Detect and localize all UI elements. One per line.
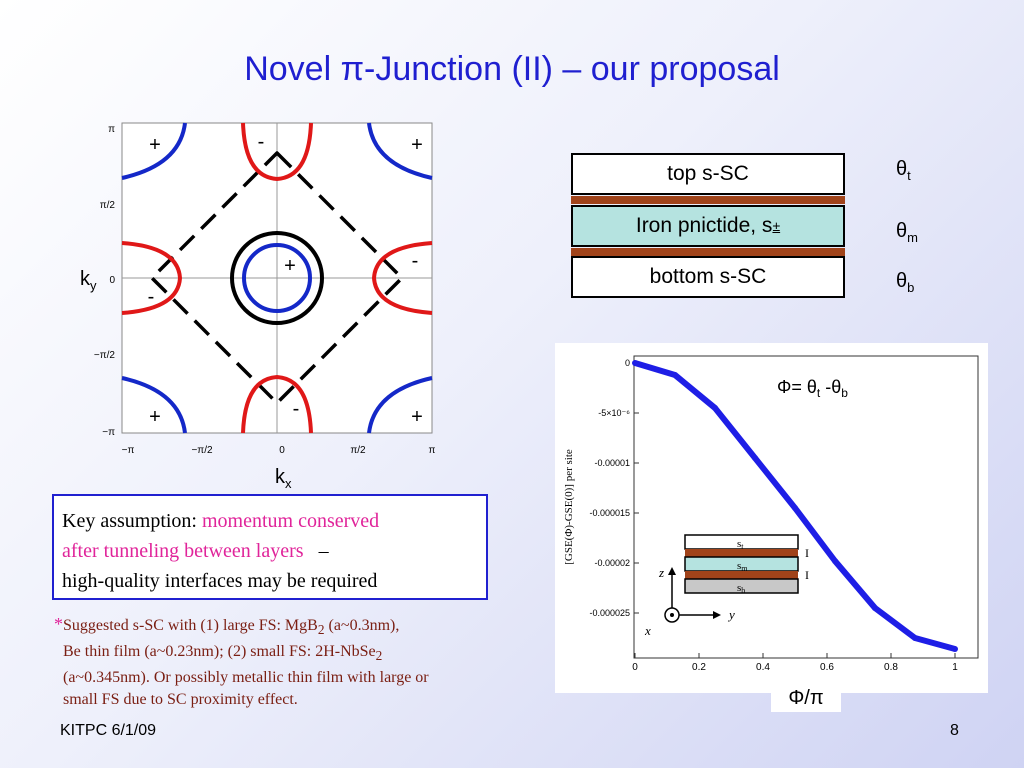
fs-xlabel: kx bbox=[275, 466, 292, 491]
x-tick-label: 1 bbox=[952, 662, 958, 673]
data-point bbox=[672, 372, 678, 378]
x-tick-label: 0.4 bbox=[756, 662, 770, 673]
fs-corner-arc bbox=[367, 376, 433, 434]
data-point bbox=[792, 505, 798, 511]
slide-number: 8 bbox=[950, 722, 959, 739]
key-highlight-1: momentum conserved bbox=[202, 510, 380, 532]
inset-marker: I bbox=[805, 568, 809, 582]
x-tick-label: 0.8 bbox=[884, 662, 898, 673]
fs-sign-minus: - bbox=[258, 131, 265, 153]
theta-top: θt bbox=[896, 158, 911, 183]
inset-junction: st sm sb I I z y x bbox=[644, 534, 809, 638]
fs-xtick: −π bbox=[122, 445, 135, 456]
data-point bbox=[952, 646, 958, 652]
chart-xlabel: Φ/π bbox=[771, 684, 841, 712]
footer-date: KITPC 6/1/09 bbox=[60, 722, 157, 739]
footnote: *Suggested s-SC with (1) large FS: MgB2 … bbox=[54, 614, 429, 709]
data-point bbox=[832, 558, 838, 564]
fs-edge-arc-bottom bbox=[241, 374, 313, 434]
energy-chart: 0 0.2 0.4 0.6 0.8 1 0 -5×10⁻⁶ -0.00001 -0.000015 -… bbox=[563, 355, 979, 673]
data-point bbox=[872, 605, 878, 611]
inset-label-top: st bbox=[737, 538, 744, 551]
x-tick-label: 0.2 bbox=[692, 662, 706, 673]
inset-interface bbox=[685, 571, 798, 579]
inset-axis-label-x: x bbox=[644, 623, 651, 638]
key-prefix: Key assumption: bbox=[62, 510, 202, 532]
fs-center-circle-blue bbox=[242, 243, 312, 313]
fs-ylabel: ky bbox=[80, 268, 97, 293]
chart-frame bbox=[633, 355, 979, 659]
inset-marker: I bbox=[805, 546, 809, 560]
inset-label-middle: sm bbox=[737, 560, 748, 573]
slide-title: Novel π-Junction (II) – our proposal bbox=[244, 50, 780, 88]
y-tick-label: -0.00002 bbox=[594, 558, 630, 568]
fs-sign-plus: + bbox=[411, 406, 423, 428]
x-tick-label: 0 bbox=[632, 662, 638, 673]
fs-corner-arc bbox=[121, 376, 187, 434]
layer-bottom-sc: bottom s-SC bbox=[571, 256, 845, 298]
fs-edge-arc-top bbox=[241, 122, 313, 182]
theta-bottom: θb bbox=[896, 270, 915, 295]
inset-layer-bottom bbox=[684, 578, 799, 594]
layer-iron-pnictide: Iron pnictide, s± bbox=[571, 205, 845, 247]
x-tick-label: 0.6 bbox=[820, 662, 834, 673]
interface-layer-top bbox=[571, 196, 845, 204]
fs-ytick: π/2 bbox=[100, 200, 116, 211]
inset-axis-label-y: y bbox=[727, 607, 735, 622]
inset-axis-label-z: z bbox=[658, 565, 664, 580]
energy-plot-panel: 0 0.2 0.4 0.6 0.8 1 0 -5×10⁻⁶ -0.00001 -0.000015 -… bbox=[555, 343, 988, 693]
fs-corner-arc bbox=[367, 122, 433, 180]
y-tick-label: -0.000025 bbox=[589, 608, 630, 618]
fs-sign-minus: - bbox=[148, 286, 155, 308]
data-point bbox=[712, 405, 718, 411]
y-tick-label: -0.000015 bbox=[589, 508, 630, 518]
phi-annotation: Φ= θt -θb bbox=[777, 377, 848, 400]
fs-sign-minus: - bbox=[293, 398, 300, 420]
key-line-3: high-quality interfaces may be required bbox=[62, 570, 378, 592]
fs-xtick: −π/2 bbox=[191, 445, 213, 456]
inset-arrow-y bbox=[713, 611, 721, 619]
fs-sign-plus: + bbox=[411, 134, 423, 156]
fs-ytick: −π/2 bbox=[94, 350, 116, 361]
inset-arrow-z bbox=[668, 567, 676, 575]
fs-dashed-square bbox=[150, 151, 404, 405]
fs-corner-arc bbox=[121, 122, 187, 180]
fs-center-circle-black bbox=[230, 231, 324, 325]
fs-ytick: 0 bbox=[109, 275, 115, 286]
fermi-surface-plot: π π/2 0 −π/2 −π −π −π/2 0 π/2 π ky kx + … bbox=[80, 122, 436, 491]
key-highlight-2: after tunneling between layers bbox=[62, 540, 304, 562]
fs-sign-plus: + bbox=[149, 134, 161, 156]
fs-edge-arc-right bbox=[371, 241, 433, 315]
data-point bbox=[752, 455, 758, 461]
fs-sign-center: + bbox=[284, 255, 296, 277]
theta-middle: θm bbox=[896, 220, 918, 245]
inset-interface bbox=[685, 549, 798, 557]
fs-ytick: π bbox=[108, 124, 115, 135]
y-tick-label: -5×10⁻⁶ bbox=[598, 408, 630, 418]
fs-sign-plus: + bbox=[149, 406, 161, 428]
interface-layer-bottom bbox=[571, 248, 845, 256]
data-point bbox=[912, 635, 918, 641]
fs-xtick: 0 bbox=[279, 445, 285, 456]
fs-ytick: −π bbox=[102, 427, 115, 438]
chart-ylabel: [GSE(Φ)-GSE(0)] per site bbox=[563, 449, 575, 565]
y-tick-label: -0.00001 bbox=[594, 458, 630, 468]
inset-label-bottom: sb bbox=[737, 582, 745, 595]
data-point bbox=[632, 360, 638, 366]
fs-edge-arc-left bbox=[121, 241, 183, 315]
key-assumption-box: Key assumption: momentum conserved after… bbox=[52, 494, 488, 600]
fs-sign-minus: - bbox=[412, 250, 419, 272]
fs-xtick: π bbox=[429, 445, 436, 456]
y-tick-label: 0 bbox=[625, 358, 630, 368]
fs-xtick: π/2 bbox=[350, 445, 366, 456]
layer-top-sc: top s-SC bbox=[571, 153, 845, 195]
